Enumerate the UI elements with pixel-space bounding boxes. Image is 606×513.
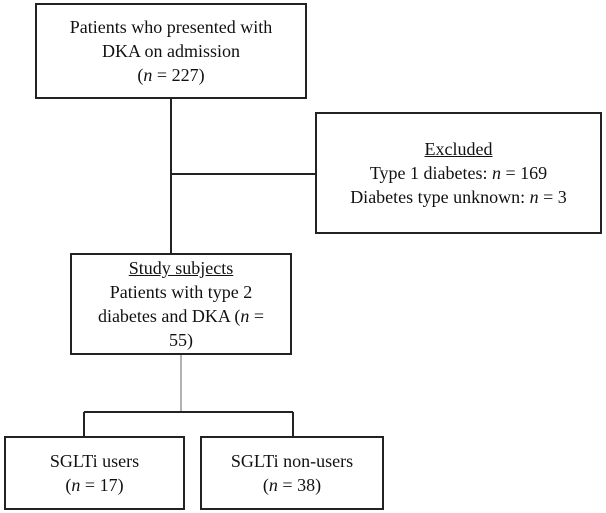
presented-count: (n = 227) [137, 63, 204, 87]
study-subjects-box: Study subjects Patients with type 2 diab… [70, 253, 292, 355]
nonusers-count: (n = 38) [263, 473, 321, 497]
excluded-type1: Type 1 diabetes: n = 169 [370, 161, 547, 185]
sglti-users-box: SGLTi users (n = 17) [4, 436, 185, 510]
nonusers-n-value: = 38) [277, 475, 322, 495]
study-line2: diabetes and DKA (n = [98, 304, 264, 328]
users-count-open: ( [65, 475, 72, 495]
nonusers-count-open: ( [262, 475, 269, 495]
nonusers-title: SGLTi non-users [230, 451, 354, 471]
users-n-var: n [71, 475, 81, 495]
study-line1: Patients with type 2 [109, 282, 253, 302]
study-line2-pre: diabetes and DKA ( [97, 306, 241, 326]
presented-line2: DKA on admission [101, 41, 240, 61]
presented-box: Patients who presented with DKA on admis… [35, 3, 307, 99]
sglti-nonusers-box: SGLTi non-users (n = 38) [200, 436, 384, 510]
users-title: SGLTi users [49, 451, 140, 471]
users-n-value: = 17) [80, 475, 124, 495]
nonusers-n-var: n [268, 475, 278, 495]
presented-count-open: ( [137, 65, 144, 85]
excluded-type1-n-var: n [492, 163, 502, 183]
excluded-type1-value: = 169 [501, 163, 548, 183]
presented-n-value: = 227) [152, 65, 205, 85]
users-count: (n = 17) [65, 473, 123, 497]
study-n-var: n [240, 306, 250, 326]
excluded-unknown-value: = 3 [538, 187, 567, 207]
excluded-type1-label: Type 1 diabetes: [369, 163, 493, 183]
excluded-unknown-n-var: n [529, 187, 539, 207]
presented-line1: Patients who presented with [69, 17, 273, 37]
study-title: Study subjects [128, 258, 234, 278]
study-line3: 55) [169, 330, 193, 350]
excluded-unknown: Diabetes type unknown: n = 3 [350, 185, 567, 209]
excluded-box: Excluded Type 1 diabetes: n = 169 Diabet… [315, 112, 602, 234]
presented-n-var: n [143, 65, 153, 85]
excluded-title: Excluded [424, 139, 493, 159]
excluded-unknown-label: Diabetes type unknown: [350, 187, 530, 207]
study-line2-post: = [249, 306, 265, 326]
